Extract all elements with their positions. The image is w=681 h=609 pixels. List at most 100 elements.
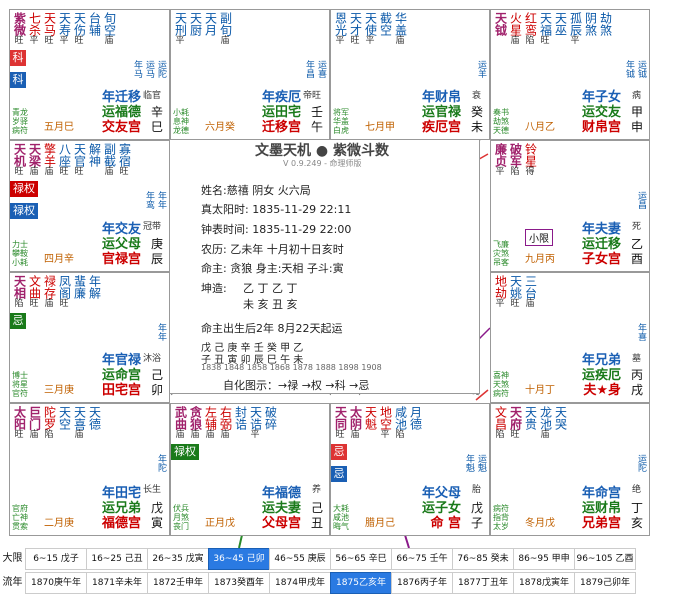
liunian-item[interactable]: 1872壬申年 xyxy=(147,572,209,594)
palace-hai[interactable]: 文昌陷天府旺天贵龙池庙天哭运陀病符 指背 太岁冬月戊年命宫运财帛兄弟宫丁亥绝 xyxy=(490,403,650,536)
star-name: 月德 xyxy=(408,406,423,430)
star: 红鸾陷 xyxy=(523,12,538,46)
flow-star: 运马 xyxy=(144,60,154,78)
month-label: 十月丁 xyxy=(525,385,555,396)
star-name: 天梁 xyxy=(27,143,42,167)
xiaoxian-badge: 小限 xyxy=(525,229,553,246)
daxian-item[interactable]: 36~45 己卯 xyxy=(208,548,270,570)
star-brightness: 旺 xyxy=(74,36,84,46)
palace-name-p3: 官禄宫 xyxy=(101,252,141,267)
star: 恩光平 xyxy=(333,12,348,46)
ganzhi: 癸未 xyxy=(470,105,483,134)
star-name: 凤阁 xyxy=(57,275,72,299)
daxian-item[interactable]: 6~15 戊子 xyxy=(25,548,87,570)
changsheng-state: 帝旺 xyxy=(302,91,321,101)
clock-time: 钟表时间: 1835-11-29 22:00 xyxy=(201,223,352,236)
palace-you[interactable]: 廉贞平破军陷铃星得运昌飞廉 灾煞 吊客九月丙年夫妻运迁移子女宫乙酉死小限 xyxy=(490,140,650,272)
star-name: 地空 xyxy=(378,406,393,430)
star: 右弼庙 xyxy=(218,406,233,440)
daxian-item[interactable]: 56~65 辛巳 xyxy=(330,548,392,570)
month-label: 四月辛 xyxy=(44,254,74,265)
star: 地劫平 xyxy=(493,275,508,309)
star-list: 天钺火星庙红鸾陷天福旺天巫孤辰平阴煞劫煞 xyxy=(493,12,613,46)
palace-chou[interactable]: 武曲庙贪狼庙左辅庙右弼庙封诰天诰平破碎禄权伏兵 月煞 丧门正月戊年福德运夫妻父母… xyxy=(170,403,330,536)
liunian-item[interactable]: 1875乙亥年 xyxy=(330,572,392,594)
flow-star: 年年 xyxy=(156,323,166,341)
star: 破军陷 xyxy=(508,143,523,177)
liunian-item[interactable]: 1878戊寅年 xyxy=(513,572,575,594)
star-name: 铃星 xyxy=(523,143,538,167)
star-brightness: 庙 xyxy=(190,430,200,440)
palace-wu[interactable]: 天刑平天厨天月副旬庙年昌运喜小耗 息神 龙德六月癸年疾厄运田宅迁移宫壬午帝旺 xyxy=(170,9,330,140)
star-name: 八座 xyxy=(57,143,72,167)
star-name: 武曲 xyxy=(173,406,188,430)
palace-names: 年迁移运福德交友宫 xyxy=(102,90,141,135)
liunian-item[interactable]: 1876丙子年 xyxy=(391,572,453,594)
lunar-date: 农历: 乙未年 十月初十日亥时 xyxy=(201,243,344,256)
palace-chen[interactable]: 天机旺天梁庙擎羊庙八座旺天官旺解神副截庙寡宿旺禄权禄权年鸾年年力士 攀鞍 小耗四… xyxy=(9,140,170,272)
changsheng-state: 绝 xyxy=(631,485,641,495)
star-name: 寡宿 xyxy=(117,143,132,167)
flow-stars: 年陀 xyxy=(156,454,166,472)
palace-xu[interactable]: 地劫平天姚旺三台庙年喜喜神 天煞 病符十月丁年兄弟运疾厄夫★身丙戌墓 xyxy=(490,272,650,403)
daxian-item[interactable]: 26~35 戊寅 xyxy=(147,548,209,570)
star: 左辅庙 xyxy=(203,406,218,440)
liunian-item[interactable]: 1871辛未年 xyxy=(86,572,148,594)
daxian-item[interactable]: 86~95 甲申 xyxy=(513,548,575,570)
palace-name-p1: 年疾厄 xyxy=(261,90,301,105)
star-list: 天相陷文曲旺禄存庙凤阁旺蜚廉年解 xyxy=(12,275,102,309)
star: 七杀平 xyxy=(27,12,42,46)
star: 天相陷 xyxy=(12,275,27,309)
star: 太阳旺 xyxy=(12,406,27,440)
true-solar-time: 真太阳时: 1835-11-29 22:11 xyxy=(201,203,352,216)
star: 天府旺 xyxy=(508,406,523,440)
star-name: 陀罗 xyxy=(42,406,57,430)
star-name: 截空 xyxy=(378,12,393,36)
star-brightness: 平 xyxy=(495,299,505,309)
palace-shen[interactable]: 天钺火星庙红鸾陷天福旺天巫孤辰平阴煞劫煞年钺运钺奏书 劫煞 天德八月乙年子女运交… xyxy=(490,9,650,140)
palace-yin[interactable]: 太阳旺巨门庙陀罗陷天空天喜庙天德年陀官府 亡神 贯索二月庚年田宅运兄弟福德宫戊寅… xyxy=(9,403,170,536)
liunian-item[interactable]: 1877丁丑年 xyxy=(452,572,514,594)
month-label: 二月庚 xyxy=(44,518,74,529)
star: 截空 xyxy=(378,12,393,46)
daxian-item[interactable]: 16~25 己丑 xyxy=(86,548,148,570)
palace-name-p1: 年子女 xyxy=(581,90,621,105)
liunian-item[interactable]: 1874甲戌年 xyxy=(269,572,331,594)
star: 天巫 xyxy=(553,12,568,46)
daxian-item[interactable]: 46~55 庚辰 xyxy=(269,548,331,570)
star: 贪狼庙 xyxy=(188,406,203,440)
star: 阴煞 xyxy=(583,12,598,46)
liunian-item[interactable]: 1873癸酉年 xyxy=(208,572,270,594)
star-brightness: 庙 xyxy=(44,167,54,177)
liunian-item[interactable]: 1879己卯年 xyxy=(574,572,636,594)
minor-gods: 大耗 咸池 晦气 xyxy=(333,504,349,531)
month-label: 八月乙 xyxy=(525,122,555,133)
star: 天官旺 xyxy=(72,143,87,177)
star: 月德 xyxy=(408,406,423,440)
flow-star: 运魁 xyxy=(476,454,486,472)
star: 地空平 xyxy=(378,406,393,440)
palace-zi[interactable]: 天同旺太阴庙天魁地空平咸池陷月德忌忌年魁运魁大耗 咸池 晦气腊月己年父母运子女命… xyxy=(330,403,490,536)
star-brightness: 庙 xyxy=(74,430,84,440)
star-name: 天巫 xyxy=(553,12,568,36)
star: 华盖庙 xyxy=(393,12,408,46)
palace-name-p1: 年迁移 xyxy=(101,90,141,105)
palace-name-p1: 年命宫 xyxy=(581,486,621,501)
month-label: 三月庚 xyxy=(44,385,74,396)
star: 年解 xyxy=(87,275,102,309)
star: 台辅 xyxy=(87,12,102,46)
liunian-item[interactable]: 1870庚午年 xyxy=(25,572,87,594)
palace-name-p1: 年官禄 xyxy=(101,353,141,368)
kun-zao-label: 坤造: xyxy=(201,282,227,295)
palace-mao[interactable]: 天相陷文曲旺禄存庙凤阁旺蜚廉年解忌年年博士 将星 官符三月庚年官禄运命宫田宅宫己… xyxy=(9,272,170,403)
star: 天姚旺 xyxy=(508,275,523,309)
star-name: 天福 xyxy=(538,12,553,36)
palace-wei[interactable]: 恩光平天才旺天使平截空华盖庙运羊将军 华盖 白虎七月甲年财帛运官禄疾厄宫癸未衰 xyxy=(330,9,490,140)
palace-names: 年官禄运命宫田宅宫 xyxy=(102,353,141,398)
flow-stars: 年昌运喜 xyxy=(304,60,326,78)
daxian-item[interactable]: 96~105 乙酉 xyxy=(574,548,636,570)
palace-si[interactable]: 紫微旺七杀平天马旺天寿平天伤旺台辅旬空庙科科年马运马运陀青龙 岁驿 病符五月巳年… xyxy=(9,9,170,140)
flow-star: 年鸾 xyxy=(144,191,154,209)
daxian-item[interactable]: 76~85 癸未 xyxy=(452,548,514,570)
daxian-item[interactable]: 66~75 壬午 xyxy=(391,548,453,570)
